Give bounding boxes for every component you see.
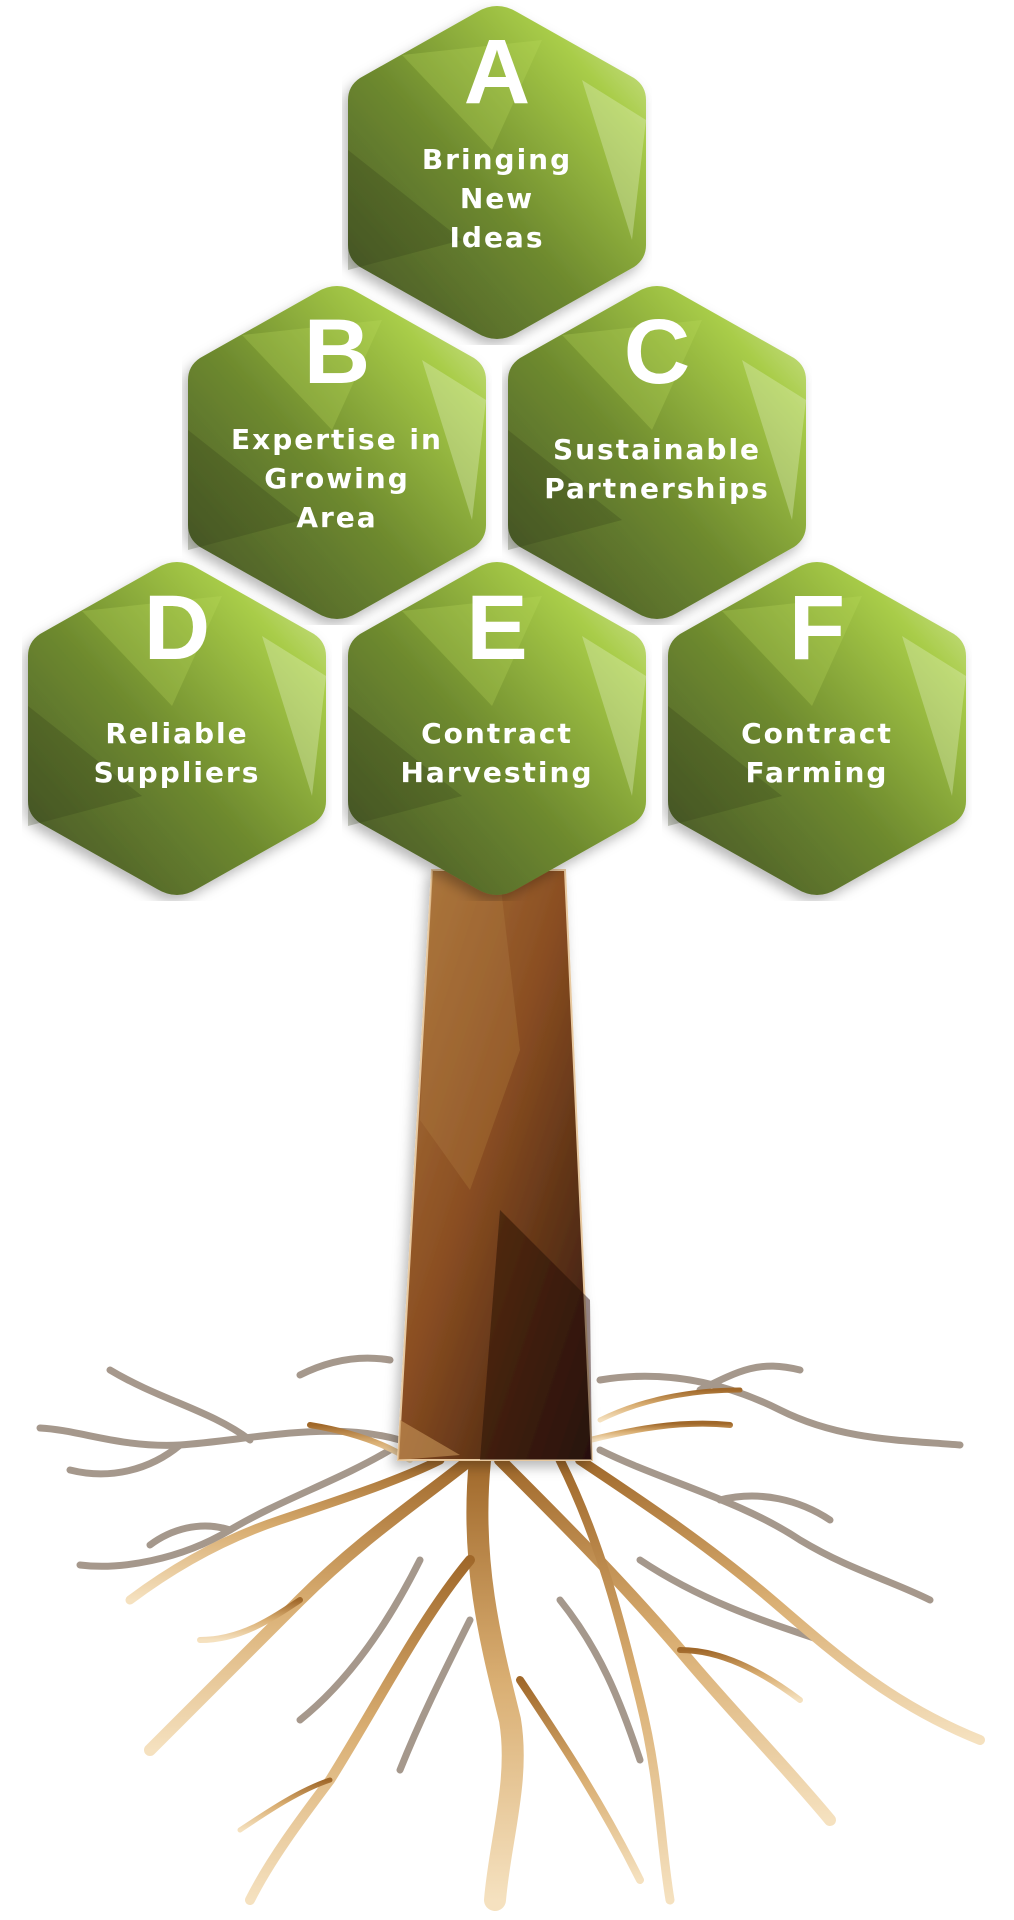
roots [125, 1387, 985, 1911]
hexagon-letter: A [463, 21, 531, 123]
hexagon-shape [508, 286, 806, 619]
hexagon-a: A Bringing New Ideas [342, 0, 652, 345]
hexagon-c: C Sustainable Partnerships [502, 280, 812, 625]
hexagon-label: Reliable Suppliers [93, 717, 261, 789]
hexagon-shape [28, 562, 326, 895]
roots-shadow [36, 1354, 964, 1774]
hexagon-shape [188, 286, 486, 619]
hexagon-label: Contract Farming [741, 717, 893, 789]
trunk [396, 869, 594, 1461]
hexagon-label: Sustainable Partnerships [544, 433, 770, 505]
hexagon-e: E Contract Harvesting [342, 556, 652, 901]
hexagon-shape [668, 562, 966, 895]
hexagon-letter: D [143, 577, 211, 679]
hexagon-letter: B [303, 301, 371, 403]
hexagon-shape [348, 562, 646, 895]
hexagon-letter: E [466, 577, 528, 679]
hexagon-label: Expertise in Growing Area [231, 423, 443, 534]
hexagon-letter: F [788, 577, 846, 679]
hexagon-b: B Expertise in Growing Area [182, 280, 492, 625]
hexagon-label: Bringing New Ideas [421, 143, 573, 254]
hexagon-letter: C [623, 301, 691, 403]
hexagon-d: D Reliable Suppliers [22, 556, 332, 901]
hexagon-label: Contract Harvesting [400, 717, 594, 789]
hexagon-f: F Contract Farming [662, 556, 972, 901]
hexagon-shape [348, 6, 646, 339]
